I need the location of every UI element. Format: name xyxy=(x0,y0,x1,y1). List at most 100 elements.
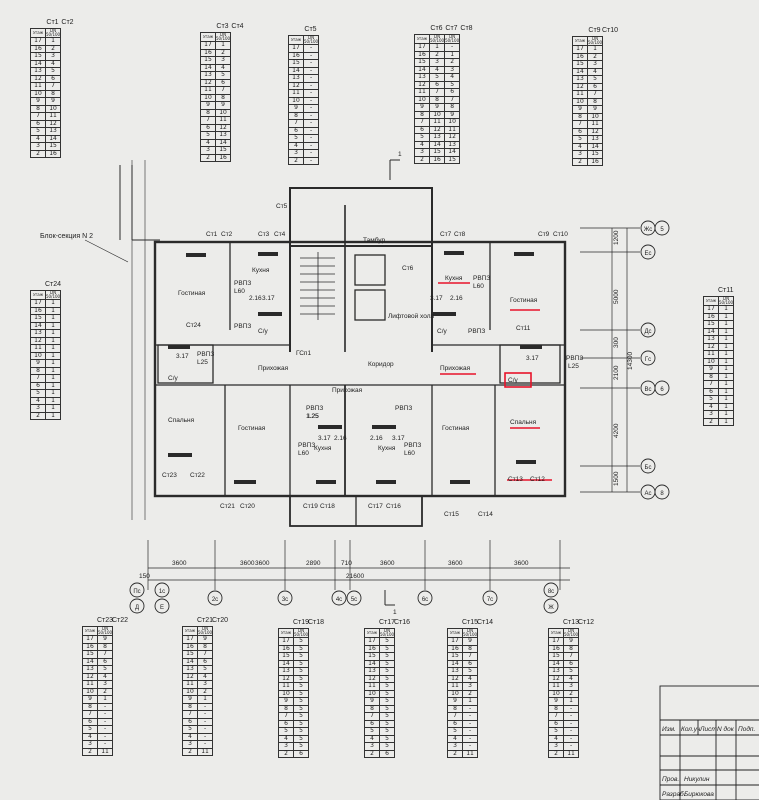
dim-right-6: 1500 xyxy=(613,471,620,486)
tb-name-check: Никулин xyxy=(684,776,710,783)
riser-name: Ст4 xyxy=(231,23,244,30)
riser-name: Ст14 xyxy=(477,619,494,626)
riser-name: Ст24 xyxy=(45,281,62,288)
tag-d317-1: 3.17 xyxy=(262,295,275,302)
riser-label: Ст2 xyxy=(221,231,233,238)
table-cell: 6 xyxy=(292,749,310,758)
header-diameter: DN 50/100 xyxy=(378,628,396,638)
riser-label: Ст9 xyxy=(538,231,550,238)
dim-150: 150 xyxy=(139,573,150,580)
tag-rvpz-1: РВПЗ xyxy=(234,280,251,287)
axis-6: 6 xyxy=(660,387,664,393)
axis-ds: Дс xyxy=(644,329,651,335)
tag-rvpz-2: РВПЗ xyxy=(473,275,490,282)
table-cell: 15 xyxy=(444,155,461,164)
riser-label: Ст5 xyxy=(276,203,288,210)
tag-d317-4: 3.17 xyxy=(526,355,539,362)
riser-name: Ст16 xyxy=(394,619,411,626)
axis-2c: 2с xyxy=(212,597,218,603)
tag-rvpz-5: РВПЗ xyxy=(197,351,214,358)
axis-8c: 8с xyxy=(548,589,554,595)
dim-right-3: 300 xyxy=(613,337,620,348)
header-diameter: DN 50/100 xyxy=(292,628,310,638)
tb-col-kol: Кол.уч xyxy=(681,726,701,733)
section-label: Блок-секция N 2 xyxy=(40,233,93,240)
axis-3c: 3с xyxy=(282,597,288,603)
riser-label: Ст19 xyxy=(303,503,318,510)
riser-label: Ст14 xyxy=(478,511,493,518)
riser-label: Ст13 xyxy=(508,476,523,483)
axis-8: 8 xyxy=(660,491,664,497)
riser-name: Ст12 xyxy=(578,619,595,626)
table-cell: 11 xyxy=(96,747,114,756)
tag-d216-1: 2.16 xyxy=(249,295,262,302)
riser-label: Ст22 xyxy=(190,472,205,479)
riser-name: Ст5 xyxy=(304,26,317,33)
tag-d317-3: 3.17 xyxy=(176,353,189,360)
tag-rvpz-10: РВПЗ xyxy=(404,442,421,449)
riser-name: Ст6 xyxy=(430,25,443,32)
riser-label: Ст6 xyxy=(402,265,414,272)
tag-l25-2: L25 xyxy=(568,363,579,370)
table-cell: 16 xyxy=(44,149,62,158)
header-diameter: DN 50/100 xyxy=(44,290,62,300)
dim-bottom-3: 3600 xyxy=(255,560,270,567)
riser-label: Ст10 xyxy=(553,231,568,238)
header-diameter: DN 50/100 xyxy=(302,35,320,45)
header-diameter: DN 50/100 xyxy=(717,296,735,306)
axis-d: Д xyxy=(135,605,139,611)
dim-bottom-7: 3600 xyxy=(448,560,463,567)
tag-d317-2: 3.17 xyxy=(430,295,443,302)
tag-d216-3: 2.16 xyxy=(334,435,347,442)
dim-bottom-4: 2890 xyxy=(306,560,321,567)
tag-rvpz-8: РВПЗ xyxy=(395,405,412,412)
dim-total: 21600 xyxy=(346,573,364,580)
tag-l60-4: L60 xyxy=(404,450,415,457)
header-diameter: DN 50/100 xyxy=(214,32,232,42)
axis-es: Ес xyxy=(645,251,652,257)
axis-5: 5 xyxy=(660,227,664,233)
room-tambur: Тамбур xyxy=(363,236,385,244)
tag-rvpz-3: РВПЗ xyxy=(234,323,251,330)
dim-right-5: 4200 xyxy=(613,423,620,438)
table-row: 2- xyxy=(288,156,320,165)
riser-name: Ст11 xyxy=(718,287,734,294)
room-kitchen-2: Кухня xyxy=(445,275,463,282)
header-diameter: DN 50/100 xyxy=(196,626,214,636)
room-kitchen-3: Кухня xyxy=(314,445,332,452)
axis-4c: 4с xyxy=(336,597,342,603)
room-bath-1: С/у xyxy=(168,375,179,382)
header-diameter: DN 50/100 xyxy=(444,34,461,44)
room-bedroom-1: Спальня xyxy=(168,417,195,424)
tb-col-podp: Подп. xyxy=(738,725,755,733)
table-cell: 1 xyxy=(717,417,735,426)
tag-d317-6: 3.17 xyxy=(392,435,405,442)
riser-name: Ст8 xyxy=(460,25,473,32)
riser-label: Ст15 xyxy=(444,511,459,518)
cut-label-bottom: 1 xyxy=(393,609,397,616)
tb-role-check: Пров. xyxy=(662,776,679,783)
table-cell: 16 xyxy=(586,157,604,166)
riser-names: Ст24 xyxy=(30,280,61,290)
riser-name: Ст1 xyxy=(46,19,59,26)
